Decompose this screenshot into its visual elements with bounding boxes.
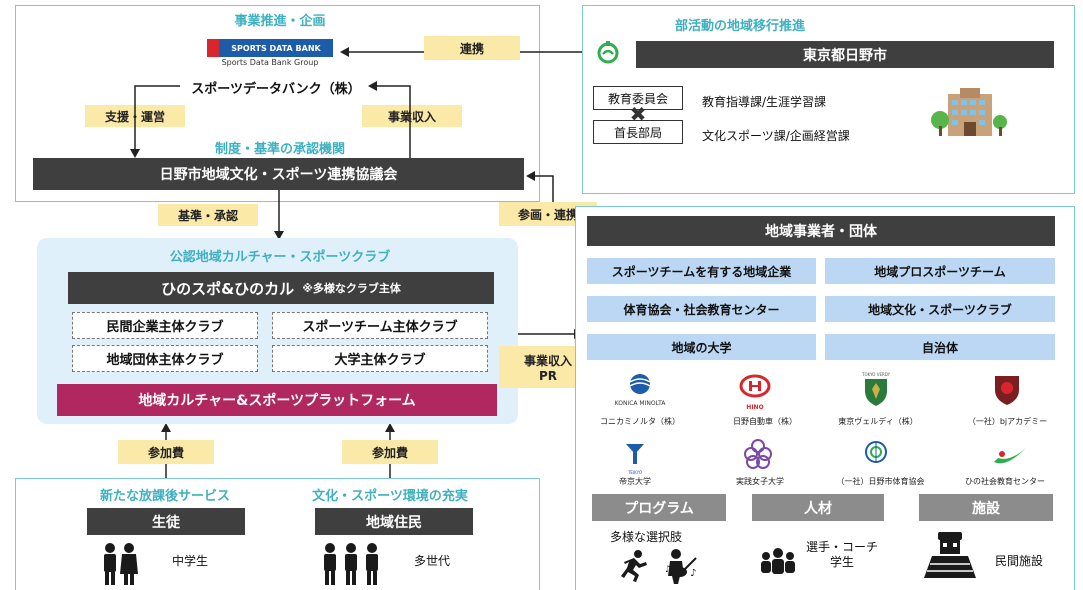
sdb-logo-mark: SPORTS DATA BANK	[207, 39, 333, 57]
link-tag: 連携	[424, 36, 520, 60]
students-label: 中学生	[172, 554, 209, 568]
hino-logo: HINO	[730, 374, 780, 411]
students-icon	[100, 542, 140, 586]
people-bar: 人材	[752, 494, 884, 521]
local-business-title: 地域事業者・団体	[587, 216, 1055, 246]
cat-municipality: 自治体	[825, 334, 1055, 360]
cross-icon: ✖	[629, 102, 647, 126]
teikyo-logo: TEIKYO	[622, 440, 648, 475]
cat-sports-association: 体育協会・社会教育センター	[587, 296, 816, 322]
jissen-logo	[743, 438, 773, 470]
org-verdy: 東京ヴェルディ（株）	[838, 417, 918, 426]
residents-icon	[320, 542, 382, 586]
org-bj-academy: （一社）bjアカデミー	[967, 417, 1048, 426]
teikyo-logo-text: TEIKYO	[627, 470, 642, 475]
people-label-line1: 選手・コーチ	[806, 540, 879, 554]
facility-bar: 施設	[919, 494, 1053, 521]
club-type-university: 大学主体クラブ	[272, 345, 488, 372]
revenue-tag: 事業収入	[362, 105, 462, 127]
program-bar: プログラム	[592, 494, 726, 521]
students-bar: 生徒	[87, 508, 245, 535]
cat-pro-team: 地域プロスポーツチーム	[825, 258, 1055, 284]
org-konica: コニカミノルタ（株）	[600, 417, 680, 426]
club-type-company: 民間企業主体クラブ	[72, 312, 258, 339]
sdb-logo: SPORTS DATA BANK Sports Data Bank Group	[207, 39, 333, 69]
city-heading: 部活動の地域移行推進	[674, 19, 805, 34]
standard-tag: 基準・承認	[158, 204, 258, 226]
mayor-box: 首長部局	[593, 120, 683, 144]
cat-university: 地域の大学	[587, 334, 816, 360]
hino-logo-text: HINO	[746, 404, 764, 411]
club-heading: 公認地域カルチャー・スポーツクラブ	[169, 250, 391, 265]
cat-culture-club: 地域文化・スポーツクラブ	[825, 296, 1055, 322]
svg-text:♫: ♫	[664, 565, 672, 575]
promotion-heading: 事業推進・企画	[234, 14, 326, 29]
after-school-heading: 新たな放課後サービス	[99, 489, 230, 504]
council-bar: 日野市地域文化・スポーツ連携協議会	[33, 158, 524, 190]
org-teikyo: 帝京大学	[619, 477, 651, 486]
fee-tag-right: 参加費	[342, 440, 438, 464]
board-box: 教育委員会	[593, 86, 683, 110]
verdy-logo-text: TOKYO VERDY	[862, 372, 891, 377]
club-title-bar: ひのスポ&ひのカル ※多様なクラブ主体	[68, 272, 494, 304]
coaches-icon	[758, 546, 798, 576]
org-hino-sports-association: （一社）日野市体育協会	[836, 477, 925, 486]
guitar-icon: ♪♫	[660, 546, 700, 586]
pr-tag-line2: PR	[538, 368, 558, 383]
board-department: 教育指導課/生涯学習課	[702, 95, 827, 109]
approval-heading: 制度・基準の承認機関	[214, 142, 345, 157]
konica-logo: KONICA MINOLTA	[605, 372, 675, 412]
pr-tag-line1: 事業収入	[523, 353, 572, 368]
people-label-line2: 学生	[830, 555, 855, 569]
org-hino-education-center: ひの社会教育センター	[965, 477, 1045, 486]
platform-bar: 地域カルチャー&スポーツプラットフォーム	[57, 384, 497, 416]
city-bar: 東京都日野市	[636, 41, 1054, 68]
org-jissen: 実践女子大学	[736, 477, 784, 486]
city-hall-icon	[930, 88, 1010, 138]
konica-logo-text: KONICA MINOLTA	[614, 400, 666, 407]
club-type-community: 地域団体主体クラブ	[72, 345, 258, 372]
club-title: ひのスポ&ひのカル	[161, 279, 295, 298]
hino-sports-association-logo	[864, 440, 888, 466]
bj-academy-logo	[992, 372, 1022, 406]
running-icon	[616, 548, 652, 584]
sdb-logo-group: Sports Data Bank Group	[221, 58, 319, 67]
people-label: 選手・コーチ 学生	[806, 540, 878, 570]
verdy-logo: TOKYO VERDY	[862, 372, 890, 410]
org-hino: 日野自動車（株）	[733, 417, 797, 426]
mayor-department: 文化スポーツ課/企画経営課	[702, 129, 850, 143]
facility-label: 民間施設	[995, 554, 1044, 568]
cat-company: スポーツチームを有する地域企業	[587, 258, 816, 284]
club-type-team: スポーツチーム主体クラブ	[272, 312, 488, 339]
environment-heading: 文化・スポーツ環境の充実	[312, 489, 468, 504]
svg-text:♪: ♪	[690, 568, 696, 579]
hino-education-center-logo	[992, 444, 1028, 468]
sdb-logo-text: SPORTS DATA BANK	[231, 43, 321, 53]
facility-icon	[922, 530, 978, 580]
city-frame	[582, 5, 1075, 194]
residents-bar: 地域住民	[315, 508, 473, 535]
program-label: 多様な選択肢	[610, 530, 683, 544]
company-name: スポーツデータバンク（株）	[191, 82, 361, 97]
city-emblem-icon	[595, 40, 621, 66]
fee-tag-left: 参加費	[118, 440, 214, 464]
club-title-note: ※多様なクラブ主体	[302, 282, 401, 295]
residents-label: 多世代	[414, 554, 451, 568]
